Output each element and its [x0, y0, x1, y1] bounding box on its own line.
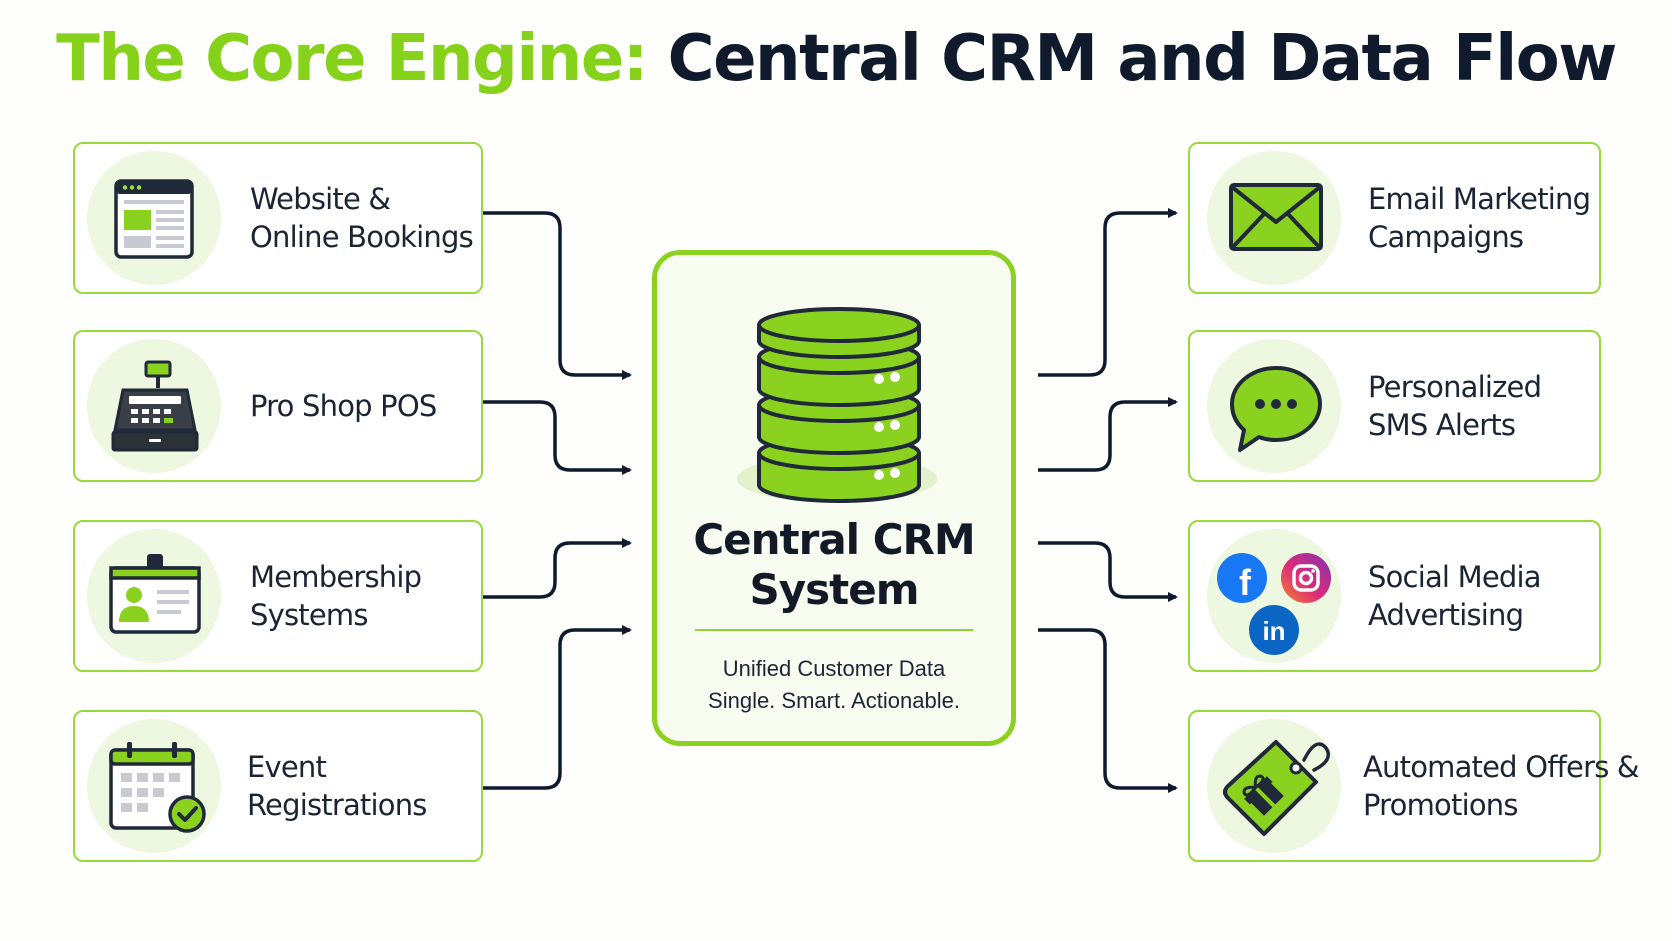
- id-badge-icon: [109, 554, 201, 634]
- flow-arrow-website: [483, 211, 632, 380]
- calendar-check-icon: [109, 742, 206, 833]
- browser-window-icon: [114, 179, 194, 259]
- database-icon: [757, 307, 921, 503]
- flow-arrow-sms: [1038, 397, 1178, 472]
- linkedin-letters: in: [1262, 616, 1285, 646]
- instagram-icon: [1281, 553, 1331, 603]
- facebook-icon: f: [1217, 553, 1267, 603]
- input-card-pos: Pro Shop POS: [73, 330, 483, 482]
- linkedin-icon: in: [1249, 605, 1299, 655]
- flow-arrow-membership: [483, 538, 632, 599]
- chat-bubble-icon: [1230, 366, 1322, 452]
- envelope-icon: [1229, 183, 1323, 251]
- page-title: The Core Engine: Central CRM and Data Fl…: [0, 22, 1672, 96]
- facebook-letter: f: [1239, 562, 1252, 603]
- output-label-offers: Automated Offers &Promotions: [1363, 750, 1640, 822]
- center-divider: [695, 629, 973, 631]
- title-rest: Central CRM and Data Flow: [646, 22, 1618, 96]
- flow-arrow-events: [483, 625, 632, 790]
- title-accent: The Core Engine:: [56, 22, 648, 96]
- flow-arrow-pos: [483, 400, 632, 475]
- output-card-offers: Automated Offers &Promotions: [1188, 710, 1640, 862]
- flow-arrow-email: [1038, 208, 1178, 377]
- input-card-website: Website &Online Bookings: [73, 142, 483, 294]
- input-label-pos: Pro Shop POS: [250, 389, 437, 423]
- flow-arrow-offers: [1038, 628, 1178, 793]
- gift-tag-icon: [1223, 740, 1330, 836]
- input-label-website: Website &Online Bookings: [250, 182, 474, 254]
- flow-arrow-social: [1038, 541, 1178, 602]
- cash-register-icon: [111, 360, 199, 452]
